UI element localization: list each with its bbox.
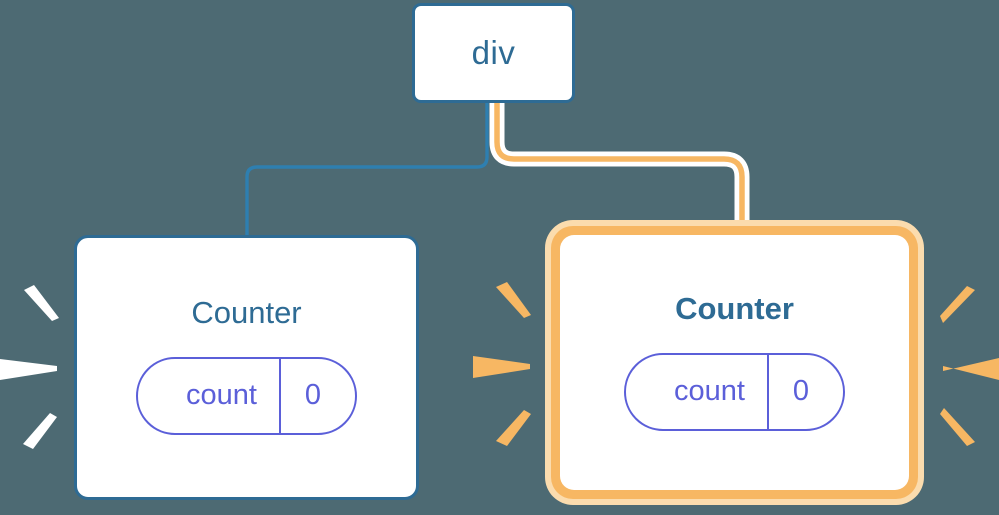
node-counter-right-label: Counter (675, 290, 794, 326)
node-counter-left-label: Counter (191, 294, 302, 330)
edge-div-to-counter-right (494, 100, 745, 243)
state-value-count: 0 (766, 354, 843, 429)
edge-div-to-counter-left (245, 101, 489, 242)
node-counter-left[interactable]: Counter count 0 (74, 235, 419, 500)
state-pill-counter-left: count 0 (135, 356, 358, 435)
state-key-count: count (673, 375, 745, 407)
node-div[interactable]: div (412, 3, 575, 103)
node-counter-right[interactable]: Counter count 0 (560, 235, 909, 490)
state-key-count: count (185, 379, 257, 411)
state-pill-counter-right: count 0 (623, 352, 846, 431)
node-counter-right-highlight-glow: Counter count 0 (545, 220, 924, 505)
node-div-label: div (471, 34, 516, 71)
state-value-count: 0 (278, 358, 355, 433)
node-counter-right-highlight-ring: Counter count 0 (551, 226, 918, 499)
